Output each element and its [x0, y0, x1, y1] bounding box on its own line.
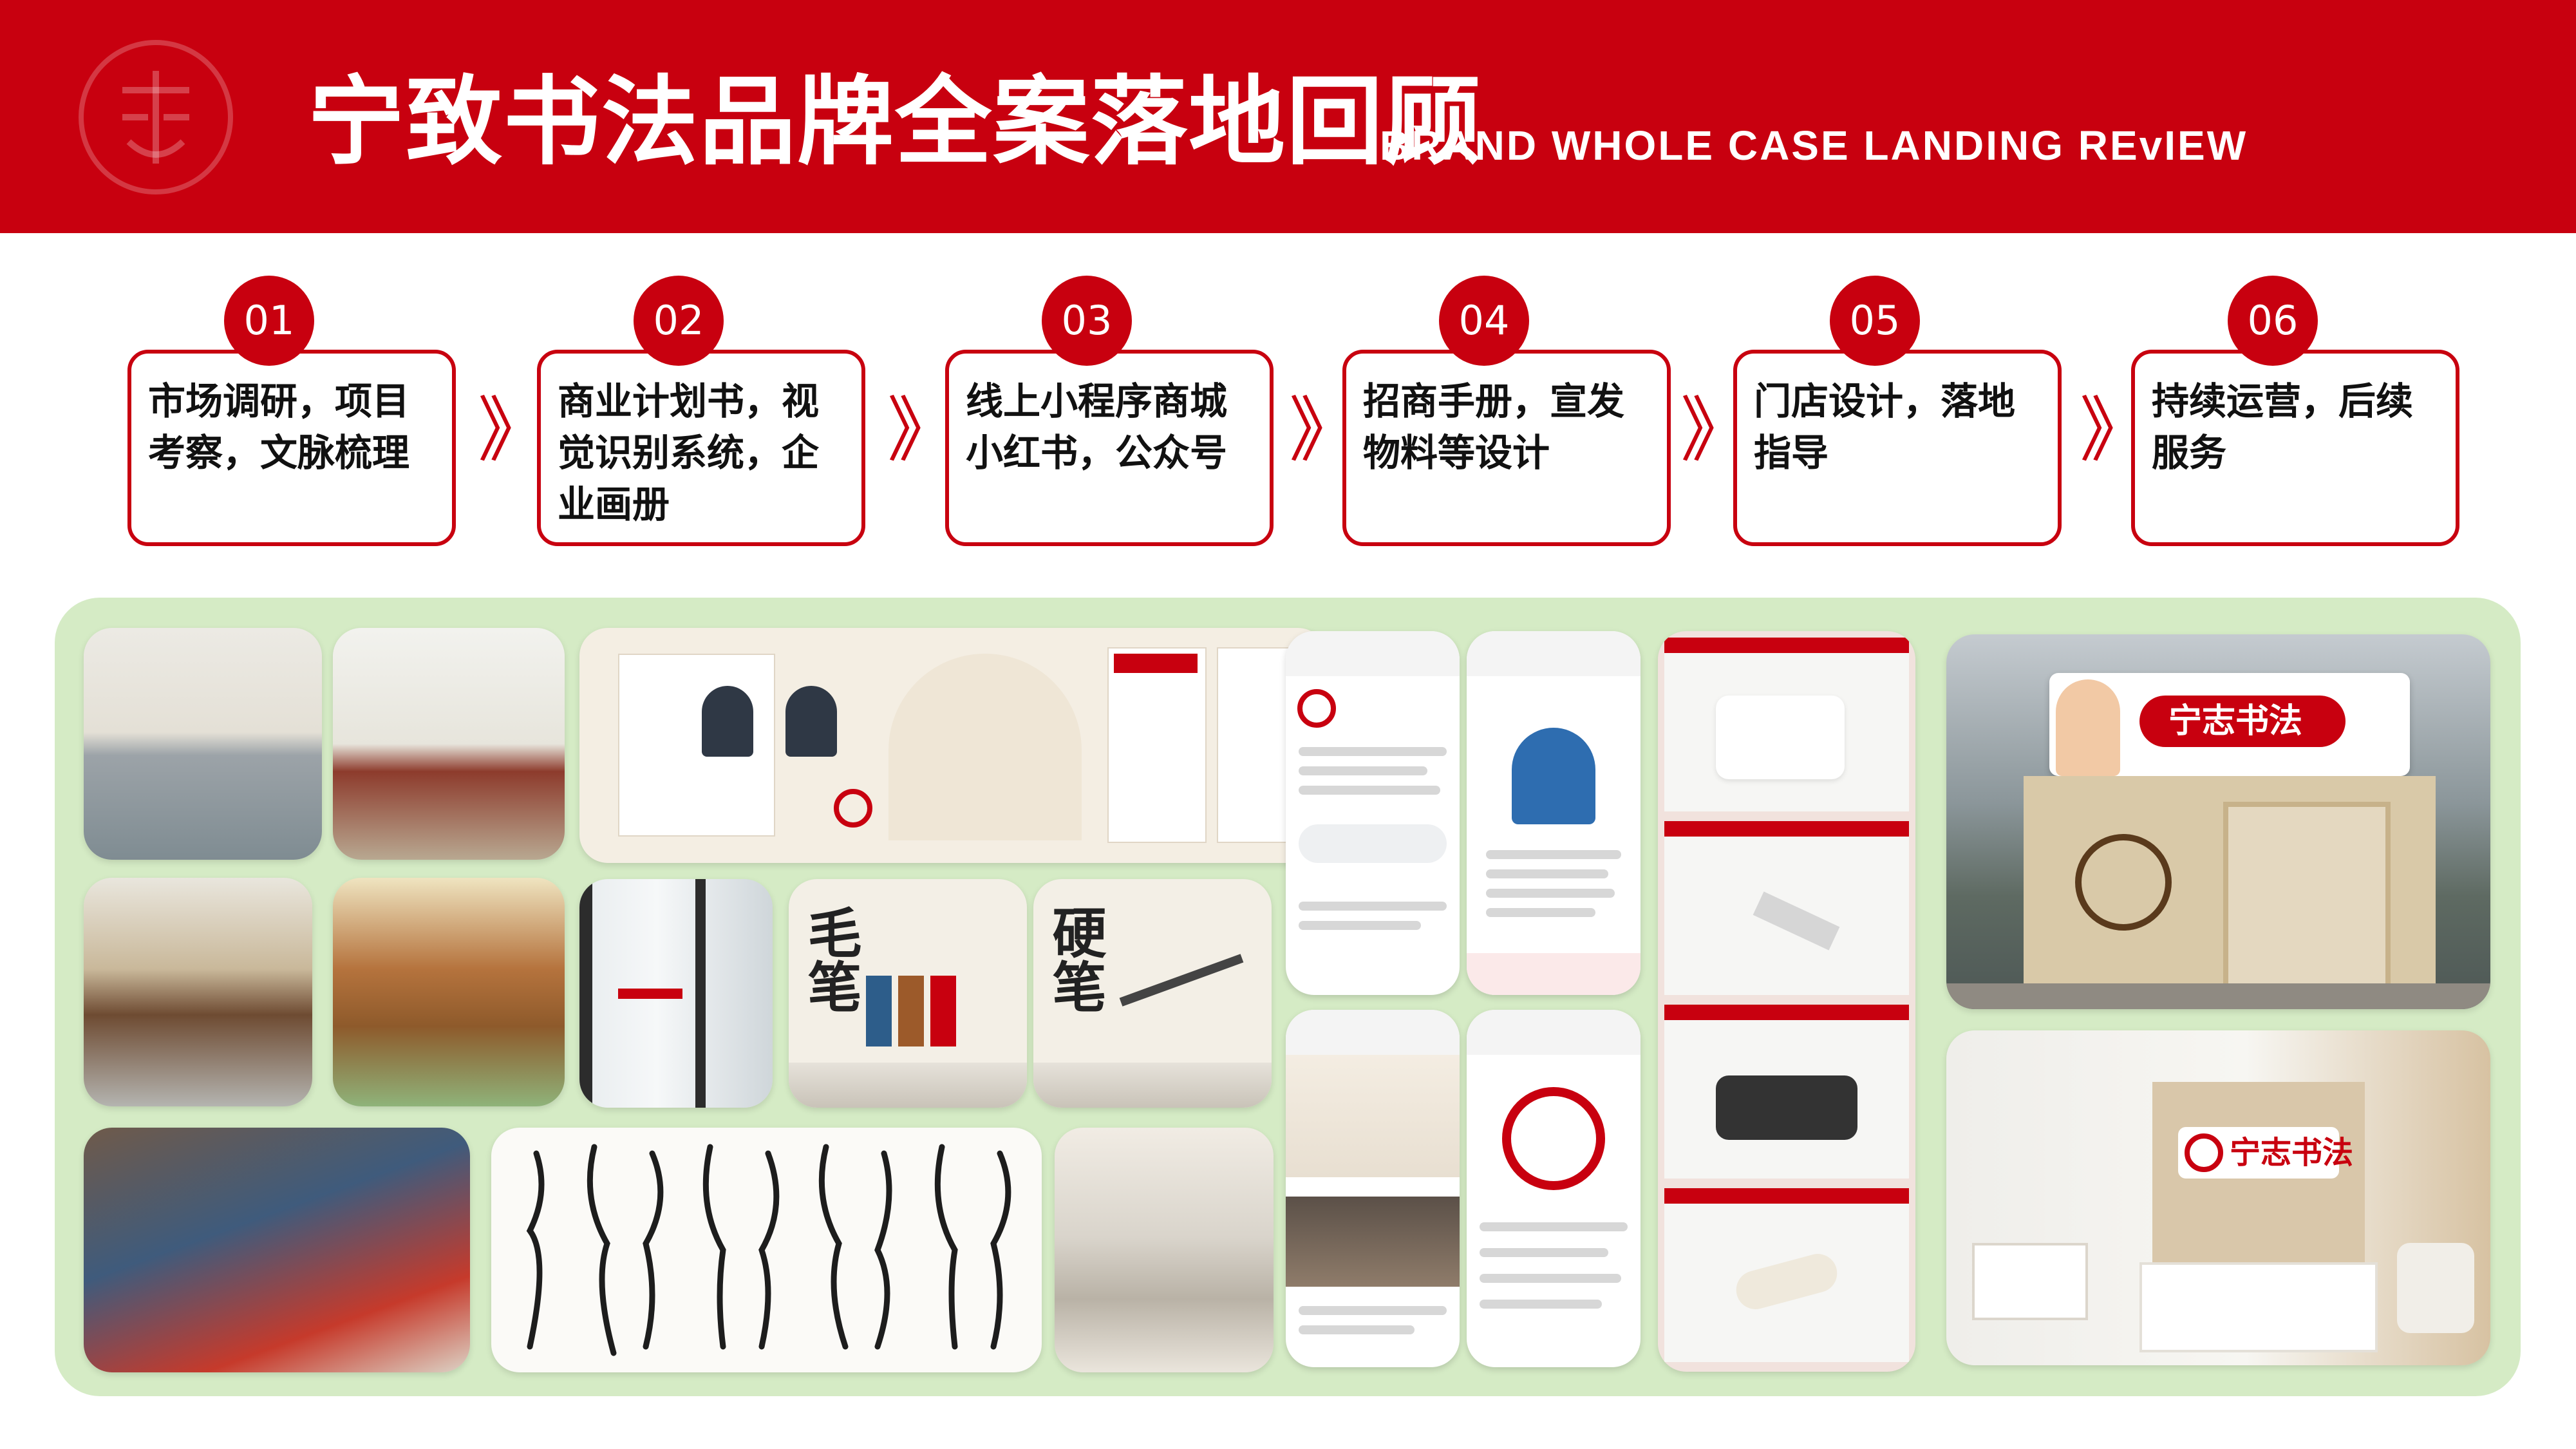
reading-room-photo [333, 878, 565, 1106]
step-box: 商业计划书，视觉识别系统，企业画册 [537, 350, 865, 546]
step-box: 线上小程序商城小红书，公众号 [945, 350, 1274, 546]
students-calligraphy-photo [84, 1128, 470, 1372]
glass-door-signage-photo [579, 879, 773, 1108]
step-text: 门店设计，落地指导 [1754, 379, 2016, 475]
step-1: 市场调研，项目考察，文脉梳理 01 [127, 276, 456, 546]
library-photo [84, 878, 312, 1106]
storefront-render: 宁志书法 [1946, 634, 2490, 1009]
page-subtitle: BRAND WHOLE CASE LANDING REvIEW [1380, 122, 2248, 169]
header-banner: 宁致书法品牌全案落地回顾 BRAND WHOLE CASE LANDING RE… [0, 0, 2576, 233]
promotional-materials-collage [1055, 1128, 1274, 1372]
step-number-badge: 04 [1439, 276, 1529, 366]
step-number-badge: 03 [1042, 276, 1132, 366]
step-6: 持续运营，后续服务 06 [2131, 276, 2459, 546]
step-text: 市场调研，项目考察，文脉梳理 [148, 379, 410, 475]
step-text: 线上小程序商城小红书，公众号 [966, 379, 1228, 475]
pen-course-card: 硬笔 [1033, 879, 1272, 1108]
chevron-right-icon: 》 [1680, 389, 1751, 471]
brush-course-card: 毛笔 [789, 879, 1027, 1108]
step-number-badge: 05 [1830, 276, 1920, 366]
page-title: 宁致书法品牌全案落地回顾 [308, 66, 1483, 178]
classroom-photo-2 [333, 628, 565, 860]
step-box: 市场调研，项目考察，文脉梳理 [127, 350, 456, 546]
mini-program-screen-4 [1467, 1010, 1641, 1367]
mini-program-screen-1 [1286, 631, 1460, 995]
calligraphy-artwork [491, 1128, 1042, 1372]
step-5: 门店设计，落地指导 05 [1733, 276, 2062, 546]
step-box: 招商手册，宣发物料等设计 [1342, 350, 1671, 546]
storefront-sign-text: 宁志书法 [2168, 702, 2303, 741]
step-2: 商业计划书，视觉识别系统，企业画册 02 [537, 276, 865, 546]
classroom-photo-1 [84, 628, 322, 860]
card-brush-title: 毛笔 [799, 905, 862, 1013]
chevron-right-icon: 》 [1289, 389, 1360, 471]
step-box: 门店设计，落地指导 [1733, 350, 2062, 546]
step-text: 持续运营，后续服务 [2152, 379, 2414, 475]
step-4: 招商手册，宣发物料等设计 04 [1342, 276, 1671, 546]
reception-interior-render: 宁志书法 [1946, 1030, 2490, 1365]
chevron-right-icon: 》 [887, 389, 958, 471]
step-number-badge: 01 [224, 276, 314, 366]
step-number-badge: 06 [2228, 276, 2318, 366]
step-text: 商业计划书，视觉识别系统，企业画册 [558, 379, 820, 526]
step-text: 招商手册，宣发物料等设计 [1363, 379, 1625, 475]
card-pen-title: 硬笔 [1044, 905, 1107, 1013]
chevron-right-icon: 》 [478, 389, 549, 471]
reception-sign-text: 宁志书法 [2230, 1135, 2354, 1171]
brand-book-spread [579, 628, 1326, 863]
calligraphy-seal-logo-icon [79, 40, 233, 194]
step-3: 线上小程序商城小红书，公众号 03 [945, 276, 1274, 546]
case-gallery: 毛笔 硬笔 [55, 598, 2521, 1396]
mini-program-screen-2 [1286, 1010, 1460, 1367]
vis-merchandise-column [1658, 631, 1915, 1372]
mini-program-screen-3 [1467, 631, 1641, 995]
step-box: 持续运营，后续服务 [2131, 350, 2459, 546]
step-number-badge: 02 [634, 276, 724, 366]
chevron-right-icon: 》 [2080, 389, 2150, 471]
